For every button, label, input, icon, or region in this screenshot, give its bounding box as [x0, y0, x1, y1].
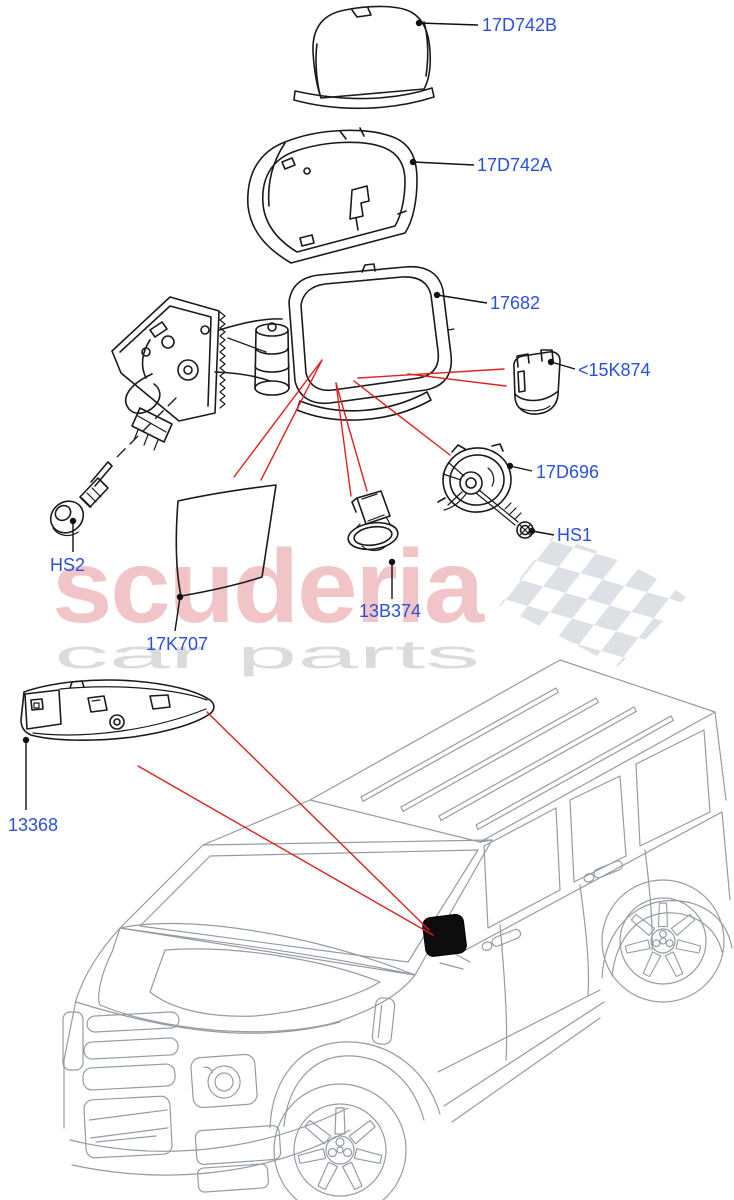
vehicle-drawing — [62, 659, 733, 1200]
headlight — [190, 1053, 258, 1109]
vehicle-hood — [63, 922, 416, 1129]
vehicle-mirror-black — [422, 913, 467, 957]
vehicle-windshield — [119, 799, 493, 976]
label-13368[interactable]: 13368 — [8, 815, 58, 835]
front-wheel — [273, 1083, 407, 1200]
label-17d742a[interactable]: 17D742A — [477, 155, 552, 175]
checkered-flag-watermark — [499, 537, 686, 667]
leader-to-vehicle-mirror-1 — [206, 711, 430, 931]
vehicle-roof — [309, 659, 716, 843]
part-drawing-mirror-glass — [175, 484, 277, 597]
leader-to-clip-1 — [357, 368, 505, 379]
leader-to-glass-1 — [233, 359, 323, 478]
part-labels: 17D742B 17D742A 17682 <15K874 17D696 HS1… — [8, 15, 651, 835]
label-17682[interactable]: 17682 — [490, 293, 540, 313]
leader-to-lamp-1 — [335, 382, 352, 497]
leader-to-glass-2 — [260, 359, 323, 481]
watermark: scuderia car parts — [52, 529, 686, 677]
label-17d742b[interactable]: 17D742B — [482, 15, 557, 35]
watermark-brand-text: scuderia — [52, 529, 485, 645]
vehicle-doors — [481, 849, 653, 1061]
part-drawing-mirror-cover-upper — [293, 5, 435, 110]
leader-to-lamp-2 — [335, 382, 368, 492]
vehicle-front-grille — [62, 1001, 351, 1193]
rear-wheel — [601, 879, 725, 1003]
label-hs2[interactable]: HS2 — [50, 555, 85, 575]
part-drawing-mirror-cover — [247, 127, 418, 264]
part-drawing-mirror-assembly — [111, 263, 455, 462]
label-17k707[interactable]: 17K707 — [146, 634, 208, 654]
part-drawing-turn-signal-lamp — [20, 679, 215, 741]
vehicle-fenders — [269, 900, 733, 1129]
leader-to-clip-2 — [407, 373, 507, 387]
label-17d696[interactable]: 17D696 — [536, 462, 599, 482]
leader-to-vehicle-mirror-2 — [137, 765, 434, 936]
watermark-tagline-text: car parts — [54, 633, 480, 677]
front-door-handle — [481, 928, 522, 951]
red-leader-lines — [137, 359, 507, 936]
leader-to-motor — [353, 380, 451, 456]
rear-door-handle — [583, 860, 624, 883]
part-drawing-clip — [513, 349, 561, 415]
part-drawing-screw-hs2 — [49, 461, 113, 537]
part-drawing-mirror-motor — [437, 443, 519, 526]
label-15k874[interactable]: <15K874 — [578, 360, 651, 380]
callout-lines — [22, 19, 576, 810]
label-13b374[interactable]: 13B374 — [359, 601, 421, 621]
vehicle-mirror-base — [439, 953, 471, 970]
label-hs1[interactable]: HS1 — [557, 525, 592, 545]
part-drawing-approach-lamp — [347, 490, 399, 552]
